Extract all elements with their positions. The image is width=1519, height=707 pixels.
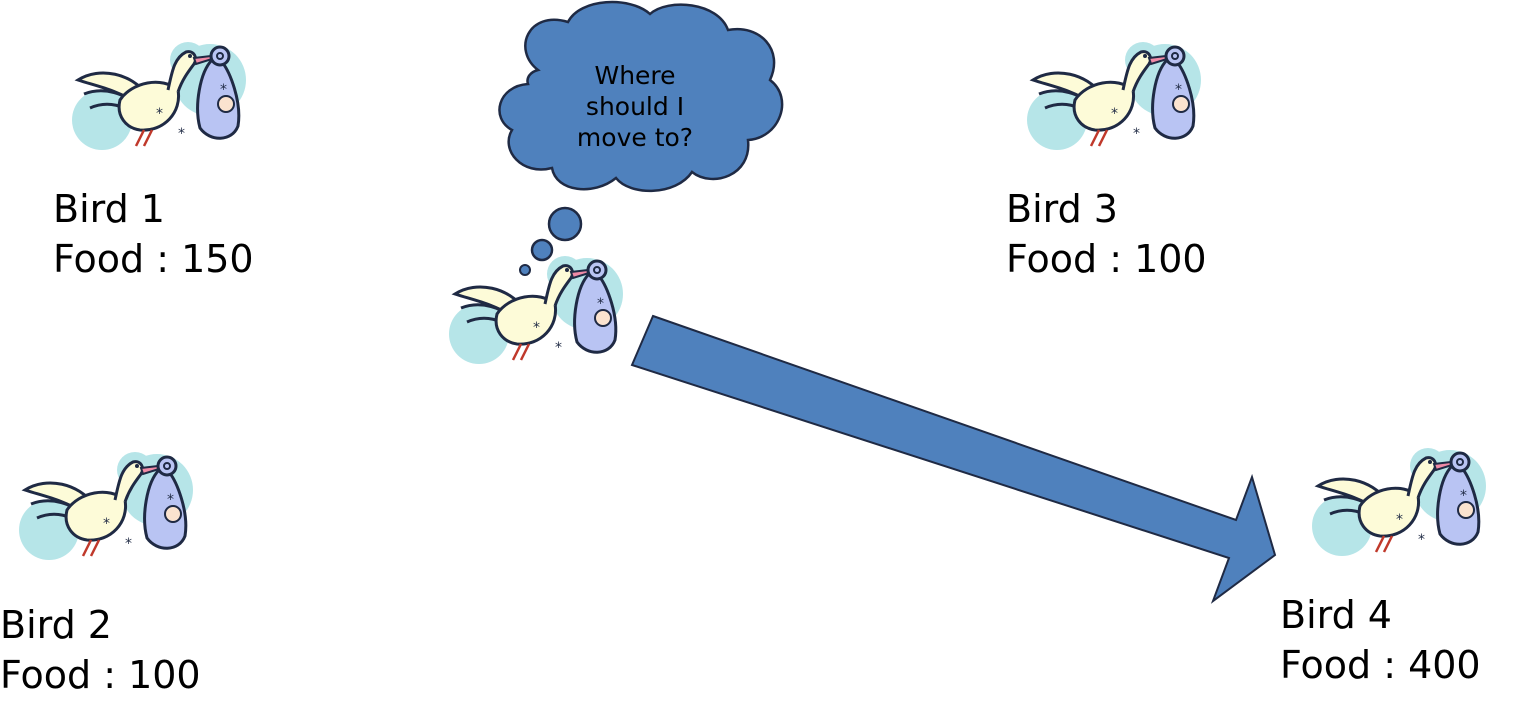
bird-3-name: Bird 3 [1006, 187, 1118, 231]
thought-text: Where should I move to? [555, 60, 715, 153]
bird-3-label: Bird 3 Food : 100 [1006, 184, 1207, 284]
thought-line-1: Where [594, 61, 676, 90]
bird-2-food: Food : 100 [0, 653, 201, 697]
bird-1-name: Bird 1 [53, 187, 165, 231]
thought-bubble-small [519, 264, 531, 276]
center-bird-icon [447, 254, 625, 366]
thought-bubble-medium [530, 238, 554, 262]
bird-2-icon [17, 450, 195, 562]
thought-bubble-large [547, 206, 583, 242]
thought-cloud [498, 0, 784, 192]
bird-4-icon [1310, 446, 1488, 558]
thought-line-2: should I [585, 92, 685, 121]
bird-1-label: Bird 1 Food : 150 [53, 184, 254, 284]
bird-1-icon [70, 40, 248, 152]
bird-2-name: Bird 2 [0, 603, 112, 647]
move-arrow [630, 314, 1277, 604]
bird-3-icon [1025, 40, 1203, 152]
bird-2-label: Bird 2 Food : 100 [0, 600, 201, 700]
bird-4-name: Bird 4 [1280, 593, 1392, 637]
thought-line-3: move to? [576, 123, 694, 152]
bird-4-label: Bird 4 Food : 400 [1280, 590, 1481, 690]
bird-1-food: Food : 150 [53, 237, 254, 281]
bird-3-food: Food : 100 [1006, 237, 1207, 281]
bird-4-food: Food : 400 [1280, 643, 1481, 687]
